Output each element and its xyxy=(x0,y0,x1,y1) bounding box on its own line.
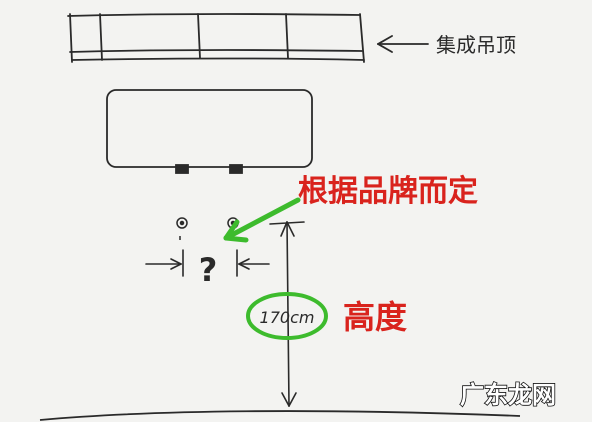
floor-line xyxy=(39,410,521,421)
range-hood xyxy=(106,89,313,174)
green-pointer-arrow xyxy=(223,197,301,243)
ceiling-arrow xyxy=(377,35,429,53)
height-label: 高度 xyxy=(343,298,407,336)
question-mark: ? xyxy=(199,251,218,289)
measurement-highlight xyxy=(246,292,328,340)
watermark: 广东龙网 xyxy=(460,381,556,409)
ceiling-panel xyxy=(67,13,365,63)
ceiling-label: 集成吊顶 xyxy=(436,33,516,57)
depends-on-brand-label: 根据品牌而定 xyxy=(298,174,478,209)
width-dimension-arrows xyxy=(145,249,270,277)
height-dimension-line xyxy=(269,221,305,407)
measurement-label: 170cm xyxy=(260,308,315,327)
